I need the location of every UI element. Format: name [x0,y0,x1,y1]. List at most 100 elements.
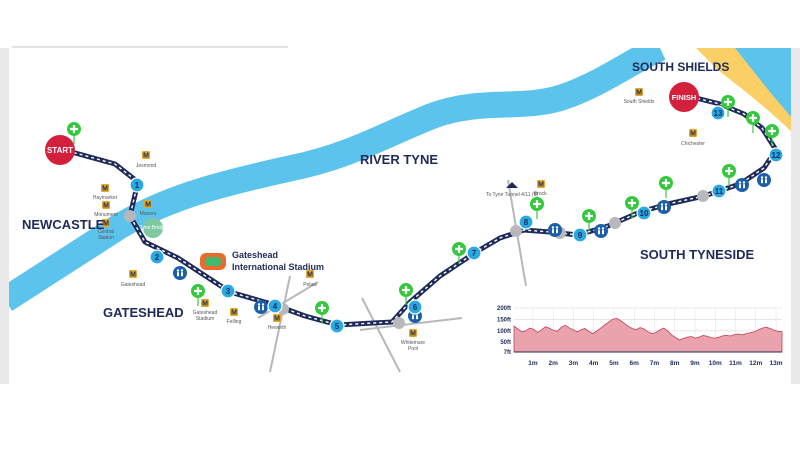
elevation-x-tick: 7m [650,360,660,367]
left-edge-bar [0,48,9,384]
toilet-stations [173,173,771,323]
finish-marker: FINISH [669,82,699,112]
water-station-icon [67,122,81,144]
svg-text:Gateshead: Gateshead [121,282,146,288]
svg-text:Monument: Monument [94,212,118,218]
river-tyne [9,48,666,311]
elevation-x-tick: 2m [549,360,559,367]
mile-marker-2: 2 [149,249,165,265]
mile-marker-label: 6 [413,303,418,312]
metro-stadium-word1: Gateshead [193,310,218,316]
metro-pelaw: Pelaw [303,270,317,288]
tyne-bridge-marker: Tyne Bridge [140,218,167,238]
mile-marker-12: 12 [768,147,784,163]
metro-jesmond: Jesmond [136,151,157,169]
metro-central-word2: Station [98,235,114,241]
elevation-y-tick: 100ft [497,329,511,335]
mile-marker-label: 7 [472,249,477,258]
water-station-icon [315,301,329,323]
elevation-y-tick: 7ft [504,350,511,356]
area-south-tyneside: SOUTH TYNESIDE [640,247,754,262]
metro-chichester: Chichester [681,129,705,147]
elevation-area [513,317,783,353]
tunnel-marker-icon [506,182,518,188]
elevation-x-tick: 6m [630,360,640,367]
metro-central-station: Central Station [98,219,114,241]
svg-text:Pelaw: Pelaw [303,282,317,288]
metro-stadium-word2: Stadium [196,316,214,322]
area-south-shields: SOUTH SHIELDS [632,60,729,74]
tyne-bridge-label: Tyne Bridge [140,225,167,231]
mile-marker-label: 12 [772,151,781,160]
mile-marker-label: 13 [714,109,723,118]
stadium-label-line1: Gateshead [232,250,278,260]
svg-text:Jesmond: Jesmond [136,163,157,169]
mile-marker-label: 11 [715,187,724,196]
elevation-y-tick: 150ft [497,317,511,323]
toilet-icon [735,178,749,192]
metro-whitemare-word1: Whitemare [401,340,425,346]
elevation-y-tick: 200ft [497,306,511,312]
mile-marker-10: 10 [636,205,652,221]
route-junctions [124,190,709,329]
mile-marker-label: 9 [578,231,583,240]
mile-marker-label: 10 [640,209,649,218]
water-station-icon [659,176,673,198]
mile-marker-label: 4 [273,302,278,311]
area-river-tyne: RIVER TYNE [360,152,438,167]
start-label: START [47,146,73,155]
water-station-icon [191,284,205,306]
svg-text:Haymarket: Haymarket [93,195,118,201]
mile-marker-1: 1 [129,177,145,193]
elevation-x-tick: 10m [709,360,722,367]
water-station-icon [582,209,596,231]
mile-marker-13: 13 [710,105,726,121]
toilet-icon [173,266,187,280]
elevation-y-tick: 50ft [500,340,511,346]
mile-marker-11: 11 [711,183,727,199]
water-station-icon [399,283,413,305]
mile-marker-8: 8 [518,214,534,230]
mile-marker-3: 3 [220,283,236,299]
metro-gateshead: Gateshead [121,270,146,288]
water-station-icon [722,164,736,186]
elevation-x-tick: 12m [749,360,762,367]
toilet-icon [594,224,608,238]
metro-whitemare-pool: Whitemare Pool [401,329,425,352]
metro-haymarket: Haymarket [93,184,118,201]
svg-text:Heworth: Heworth [268,325,287,331]
right-edge-bar [791,48,800,384]
metro-whitemare-word2: Pool [408,346,418,352]
toilet-icon [657,200,671,214]
mile-marker-6: 6 [407,299,423,315]
metro-heworth: Heworth [268,314,287,331]
metro-manors: Manors [140,200,157,217]
stadium-label-line2: International Stadium [232,262,324,272]
mile-marker-label: 2 [155,253,160,262]
area-gateshead: GATESHEAD [103,305,184,320]
top-divider [12,46,288,48]
elevation-x-tick: 8m [670,360,680,367]
metro-brockley-whins: Brock. [534,180,548,197]
water-stations [67,95,779,323]
water-station-icon [530,197,544,219]
water-station-icon [746,111,760,133]
svg-text:Felling: Felling [227,319,242,325]
toilet-icon [548,223,562,237]
metro-south-shields: South Shields [624,88,655,105]
elevation-x-tick: 4m [589,360,599,367]
toilet-icon [254,300,268,314]
start-marker: START [45,135,75,165]
area-newcastle: NEWCASTLE [22,217,105,232]
mile-marker-label: 1 [135,181,140,190]
elevation-x-tick: 5m [609,360,619,367]
mile-marker-9: 9 [572,227,588,243]
toilet-icon [757,173,771,187]
finish-label: FINISH [672,93,697,102]
svg-text:South Shields: South Shields [624,99,655,105]
mile-marker-4: 4 [267,298,283,314]
